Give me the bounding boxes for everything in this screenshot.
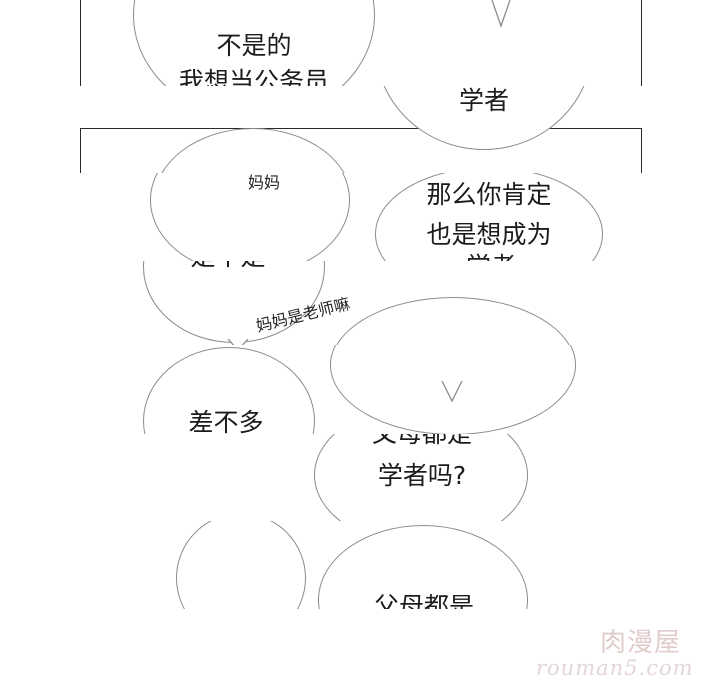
- watermark-brand: 肉漫屋: [600, 628, 682, 658]
- bubble-text: 不是的: [216, 31, 292, 60]
- panel-strip-6: 父母都是 学者吗?: [0, 434, 720, 521]
- bubble-text-cut: 学者: [436, 249, 546, 261]
- speech-bubble: [314, 434, 528, 521]
- panel-strip-7: 父母都是: [0, 521, 720, 609]
- speech-bubble: [330, 297, 576, 345]
- bubble-text: 学者吗?: [377, 461, 467, 490]
- bubble-tail: [491, 0, 511, 28]
- speech-bubble: [133, 0, 375, 86]
- panel-strip-1: 不是的 我想当公务员: [0, 0, 720, 86]
- speech-bubble: [150, 173, 350, 261]
- watermark-site: rouman5.com: [536, 656, 694, 680]
- bubble-tail: [441, 381, 463, 403]
- speech-bubble: [375, 173, 603, 261]
- bubble-text: 父母都是: [352, 434, 492, 452]
- bubble-text: 我想当公务员: [178, 67, 329, 86]
- bubble-text: 学者: [458, 86, 509, 115]
- speech-bubble: [176, 521, 306, 609]
- panel-strip-3: 妈妈 那么你肯定 也是想成为 学者: [0, 173, 720, 261]
- bubble-text: 也是想成为: [426, 220, 552, 249]
- bubble-text-cut: 父母都是: [373, 592, 474, 609]
- bubble-text: 那么你肯定: [426, 180, 552, 209]
- panel-frame: [80, 0, 642, 86]
- panel-frame: [80, 128, 642, 173]
- panel-strip-4: 是不是 妈妈是老师嘛: [0, 261, 720, 345]
- panel-strip-2: 学者: [0, 86, 720, 173]
- bubble-tail: [227, 339, 249, 345]
- bubble-text-cut: 妈妈: [248, 173, 281, 192]
- bubble-text-cut: 是不是: [168, 261, 288, 275]
- panel-strip-5: 差不多: [0, 345, 720, 434]
- bubble-text: 差不多: [188, 408, 264, 434]
